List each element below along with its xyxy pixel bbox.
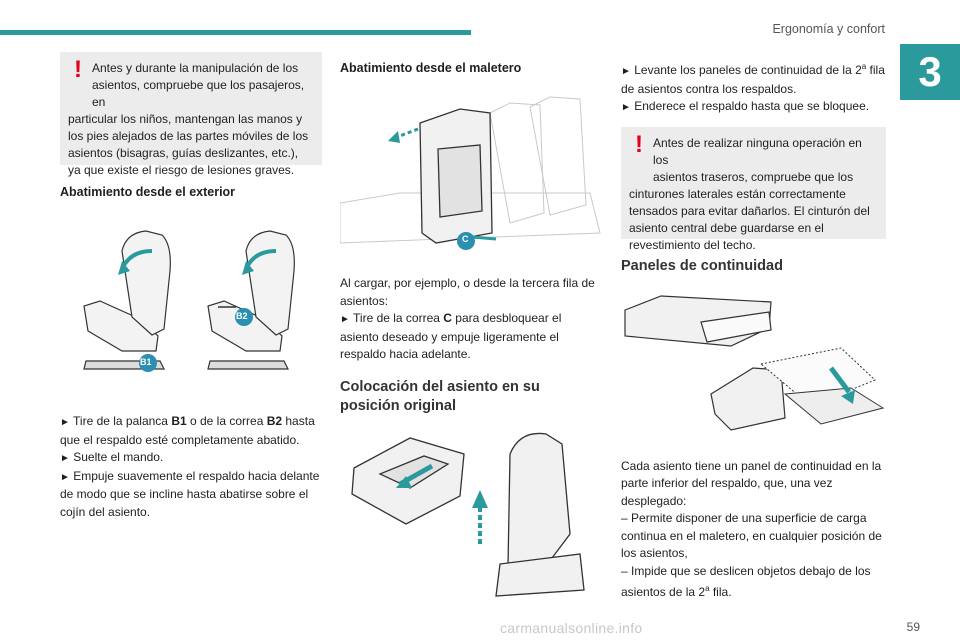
continuity-panel-illustration bbox=[624, 294, 885, 431]
heading-continuity-panels: Paneles de continuidad bbox=[621, 257, 783, 274]
warning-text-line1: Antes de realizar ninguna operación en l… bbox=[653, 135, 862, 167]
boot-seat-illustration bbox=[339, 96, 601, 250]
heading-boot-folding: Abatimiento desde el maletero bbox=[340, 61, 522, 75]
step-lift-panels: ► Levante los paneles de continuidad de … bbox=[621, 62, 885, 96]
continuity-bullet-2: – Impide que se deslicen objetos debajo … bbox=[621, 563, 871, 600]
warning-text-line1: Antes y durante la manipulación de los bbox=[92, 61, 299, 75]
arrow-bullet-icon: ► bbox=[621, 66, 631, 77]
figure-seat-folding-exterior: B1 B2 bbox=[60, 211, 322, 403]
column-left: ! Antes y durante la manipulación de los… bbox=[60, 52, 322, 521]
step-pull-lever: ► Tire de la palanca B1 o de la correa B… bbox=[60, 414, 315, 447]
callout-b2: B2 bbox=[236, 311, 248, 321]
heading-exterior-folding: Abatimiento desde el exterior bbox=[60, 185, 236, 199]
warning-text: particular los niños, mantengan las mano… bbox=[68, 112, 309, 177]
section-title: Ergonomía y confort bbox=[772, 22, 885, 36]
continuity-bullet-1: – Permite disponer de una superficie de … bbox=[621, 511, 882, 560]
warning-text-line2: asientos, compruebe que los pasajeros, e… bbox=[92, 78, 305, 109]
seat-illustration bbox=[83, 230, 295, 372]
seat-restore-illustration bbox=[351, 432, 585, 597]
header-accent-bar bbox=[0, 30, 471, 35]
figure-continuity-panels bbox=[621, 284, 886, 456]
column-right: ► Levante los paneles de continuidad de … bbox=[621, 52, 886, 602]
arrow-bullet-icon: ► bbox=[621, 102, 631, 113]
warning-text: cinturones laterales están correctamente… bbox=[629, 186, 870, 252]
callout-b1: B1 bbox=[140, 357, 152, 367]
figure-seat-folding-boot: C bbox=[339, 83, 602, 261]
arrow-bullet-icon: ► bbox=[60, 453, 70, 464]
warning-box-belts: ! Antes de realizar ninguna operación en… bbox=[621, 126, 886, 252]
step-push-backrest: ► Empuje suavemente el respaldo hacia de… bbox=[60, 468, 320, 519]
warning-icon: ! bbox=[635, 130, 643, 158]
page-number: 59 bbox=[906, 620, 920, 634]
watermark: carmanualsonline.info bbox=[500, 620, 643, 636]
column-middle: Abatimiento desde el maletero C Al carga… bbox=[339, 52, 602, 612]
heading-original-position: Colocación del asiento en su posición or… bbox=[340, 378, 540, 414]
arrow-bullet-icon: ► bbox=[60, 417, 70, 428]
steps-exterior: ► Tire de la palanca B1 o de la correa B… bbox=[60, 413, 322, 521]
step-release: ► Suelte el mando. bbox=[60, 450, 164, 464]
warning-text-line2: asientos traseros, compruebe que los bbox=[653, 169, 854, 184]
warning-icon: ! bbox=[74, 56, 82, 83]
step-pull-strap-c: ► Tire de la correa C para desbloquear e… bbox=[340, 311, 562, 361]
steps-restore: ► Levante los paneles de continuidad de … bbox=[621, 58, 886, 117]
warning-box: ! Antes y durante la manipulación de los… bbox=[60, 52, 322, 177]
chapter-number-tab: 3 bbox=[900, 44, 960, 100]
arrow-bullet-icon: ► bbox=[60, 471, 70, 483]
boot-folding-intro: Al cargar, por ejemplo, o desde la terce… bbox=[340, 276, 595, 308]
continuity-panel-description: Cada asiento tiene un panel de continuid… bbox=[621, 458, 882, 508]
callout-c: C bbox=[462, 234, 469, 244]
step-straighten-backrest: ► Enderece el respaldo hasta que se bloq… bbox=[621, 99, 870, 113]
arrow-bullet-icon: ► bbox=[340, 314, 350, 325]
figure-seat-original-position bbox=[340, 424, 602, 612]
